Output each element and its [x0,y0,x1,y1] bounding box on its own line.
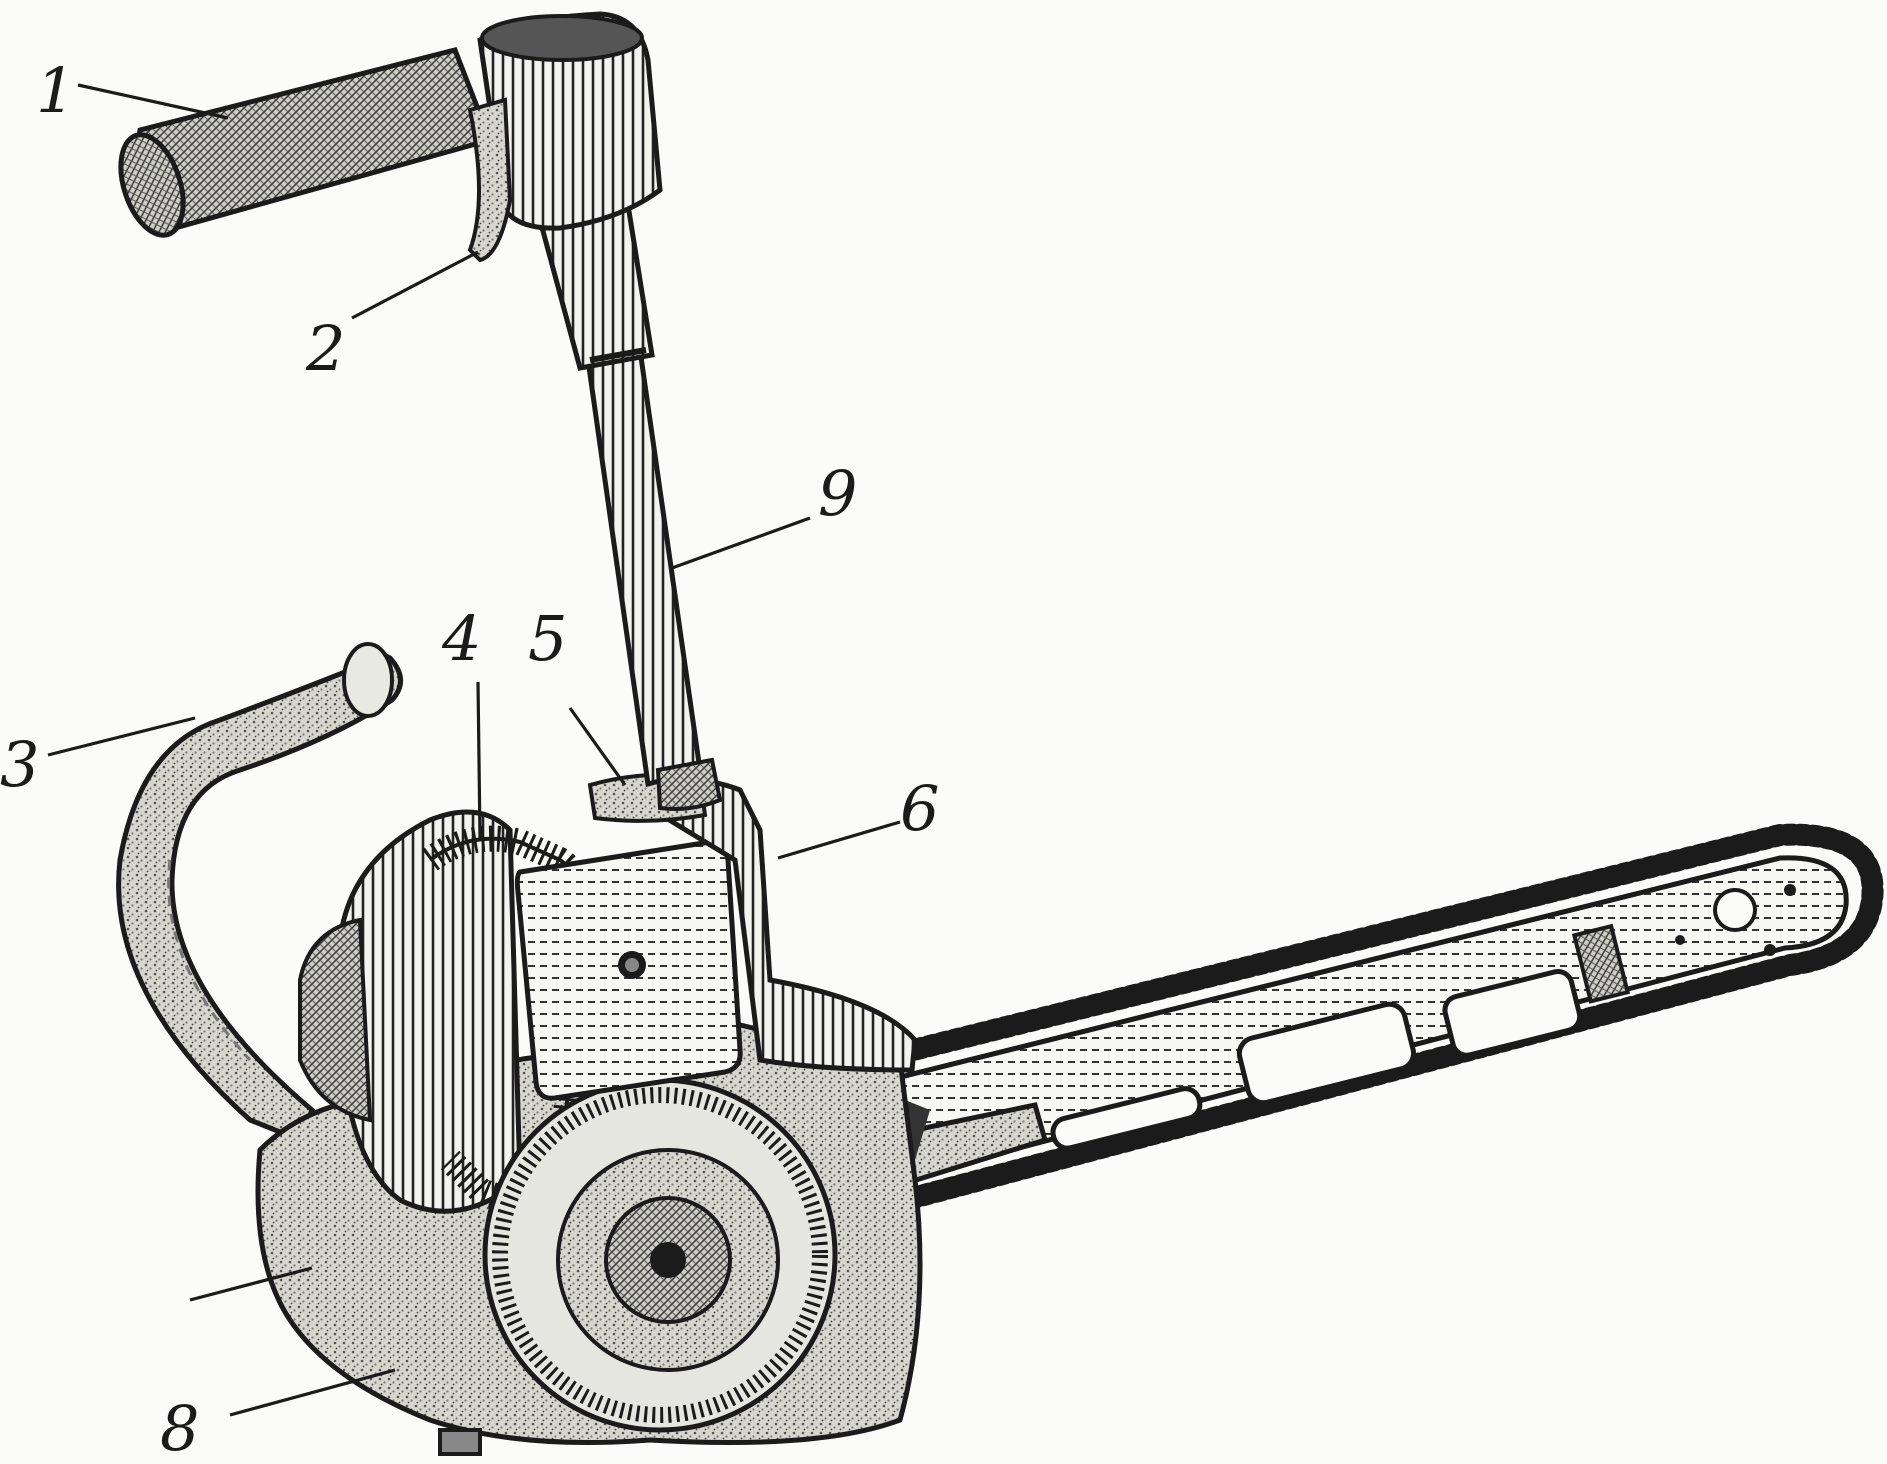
callout-labels: 1 2 3 4 5 6 8 9 [0,54,939,1464]
rear-loop-handle [116,642,403,1144]
leader-3 [47,716,196,757]
fuel-tank [514,839,743,1101]
leader-5 [568,707,627,786]
callout-6: 6 [900,772,939,845]
leader-1 [77,83,229,120]
leader-lines [47,83,901,1417]
leader-2 [351,250,479,320]
engine-body [255,773,923,1456]
sprocket-cover [482,1077,838,1433]
top-handle [118,11,663,263]
throttle-trigger [467,97,513,263]
vertical-column [536,202,723,811]
callout-5: 5 [528,602,567,675]
callout-9: 9 [818,457,857,530]
leader-8 [229,1368,396,1417]
guide-bar [741,823,1884,1241]
callout-8: 8 [160,1392,199,1464]
callout-2: 2 [305,312,345,385]
callout-1: 1 [36,54,75,127]
leader-6 [777,820,901,860]
leader-9 [671,516,811,570]
callout-3: 3 [0,728,39,801]
callout-4: 4 [441,602,481,675]
leader-7 [189,1266,313,1302]
leader-4 [476,681,482,839]
